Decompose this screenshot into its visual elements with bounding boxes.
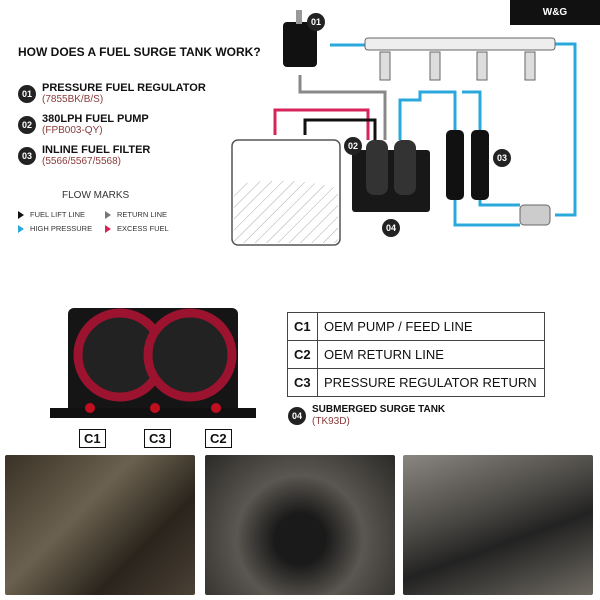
legend-return: RETURN LINE xyxy=(105,210,167,219)
fuel-rail xyxy=(364,37,556,81)
arrow-icon xyxy=(105,224,111,233)
item-label: 380LPH FUEL PUMP xyxy=(42,113,149,125)
port-label-c2: C2 xyxy=(205,429,232,448)
fuel-pump-block xyxy=(352,140,430,212)
fuel-filters xyxy=(446,130,489,200)
surge-tank-image xyxy=(50,308,256,418)
flow-marks-title: FLOW MARKS xyxy=(62,190,130,201)
arrow-icon xyxy=(105,210,111,219)
item-regulator: 01 PRESSURE FUEL REGULATOR(7855BK/B/S) xyxy=(18,82,206,105)
label-01: 01 xyxy=(311,17,321,27)
legend-lift: FUEL LIFT LINE xyxy=(18,210,85,219)
label-03: 03 xyxy=(497,153,507,163)
item-sku: (TK93D) xyxy=(312,416,350,427)
fuel-regulator xyxy=(283,10,317,67)
label-04: 04 xyxy=(386,223,396,233)
item-number: 04 xyxy=(288,406,306,425)
page-title: HOW DOES A FUEL SURGE TANK WORK? xyxy=(18,45,261,59)
install-photo-1 xyxy=(5,455,195,595)
port-label-c3: C3 xyxy=(144,429,171,448)
item-number: 01 xyxy=(18,84,36,103)
item-sku: (FPB003-QY) xyxy=(42,125,103,136)
item-number: 03 xyxy=(18,146,36,165)
item-sku: (7855BK/B/S) xyxy=(42,94,104,105)
fuel-tank xyxy=(231,139,341,246)
item-filter: 03 INLINE FUEL FILTER(5566/5567/5568) xyxy=(18,144,150,167)
legend-high-pressure: HIGH PRESSURE xyxy=(18,224,92,233)
item-label: PRESSURE FUEL REGULATOR xyxy=(42,82,206,94)
item-label: INLINE FUEL FILTER xyxy=(42,144,151,156)
brand-logo: W&G xyxy=(510,0,600,25)
item-label: SUBMERGED SURGE TANK xyxy=(312,404,446,415)
fuel-system-diagram: 01 02 03 04 xyxy=(231,10,577,246)
port-label-c1: C1 xyxy=(79,429,106,448)
item-surge-tank: 04 SUBMERGED SURGE TANK(TK93D) xyxy=(288,404,445,427)
pressure-regulator xyxy=(519,204,551,226)
arrow-icon xyxy=(18,210,24,219)
arrow-icon xyxy=(18,224,24,233)
item-sku: (5566/5567/5568) xyxy=(42,156,121,167)
item-number: 02 xyxy=(18,115,36,134)
legend-excess: EXCESS FUEL xyxy=(105,224,169,233)
label-02: 02 xyxy=(348,141,358,151)
install-photo-3 xyxy=(403,455,593,595)
item-pump: 02 380LPH FUEL PUMP(FPB003-QY) xyxy=(18,113,149,136)
install-photo-2 xyxy=(205,455,395,595)
